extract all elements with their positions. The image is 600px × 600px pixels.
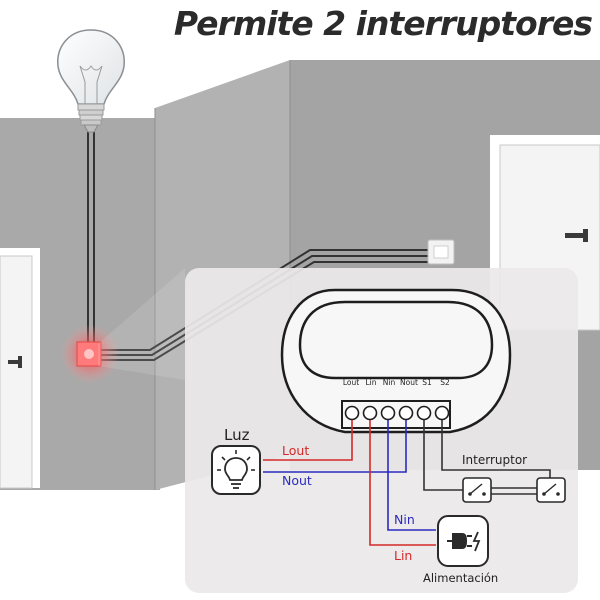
alimentacion-label: Alimentación — [423, 571, 498, 585]
terminal-s2: S2 — [440, 378, 450, 387]
lamp-icon — [211, 445, 261, 495]
switch-icon — [462, 477, 566, 503]
lout-label: Lout — [282, 443, 309, 458]
interruptor-label: Interruptor — [462, 453, 527, 467]
page-title: Permite 2 interruptores — [173, 4, 593, 43]
junction-box — [60, 324, 120, 384]
left-door — [0, 248, 40, 489]
nin-label: Nin — [394, 512, 415, 527]
light-bulb-icon — [57, 29, 125, 133]
lin-label: Lin — [394, 548, 412, 563]
terminal-s1: S1 — [422, 378, 432, 387]
wiring-lines — [263, 420, 551, 546]
terminal-nout: Nout — [400, 378, 418, 387]
nout-label: Nout — [282, 473, 312, 488]
zoom-connector — [98, 268, 185, 380]
wall-switch — [427, 239, 455, 265]
terminal-lout: Lout — [343, 378, 359, 387]
luz-label: Luz — [224, 426, 250, 444]
terminal-lin: Lin — [365, 378, 376, 387]
smart-module: Lout Lin Nin Nout S1 S2 — [280, 288, 512, 434]
plug-icon — [437, 515, 489, 567]
terminal-nin: Nin — [383, 378, 396, 387]
ceiling-wires — [87, 132, 95, 345]
